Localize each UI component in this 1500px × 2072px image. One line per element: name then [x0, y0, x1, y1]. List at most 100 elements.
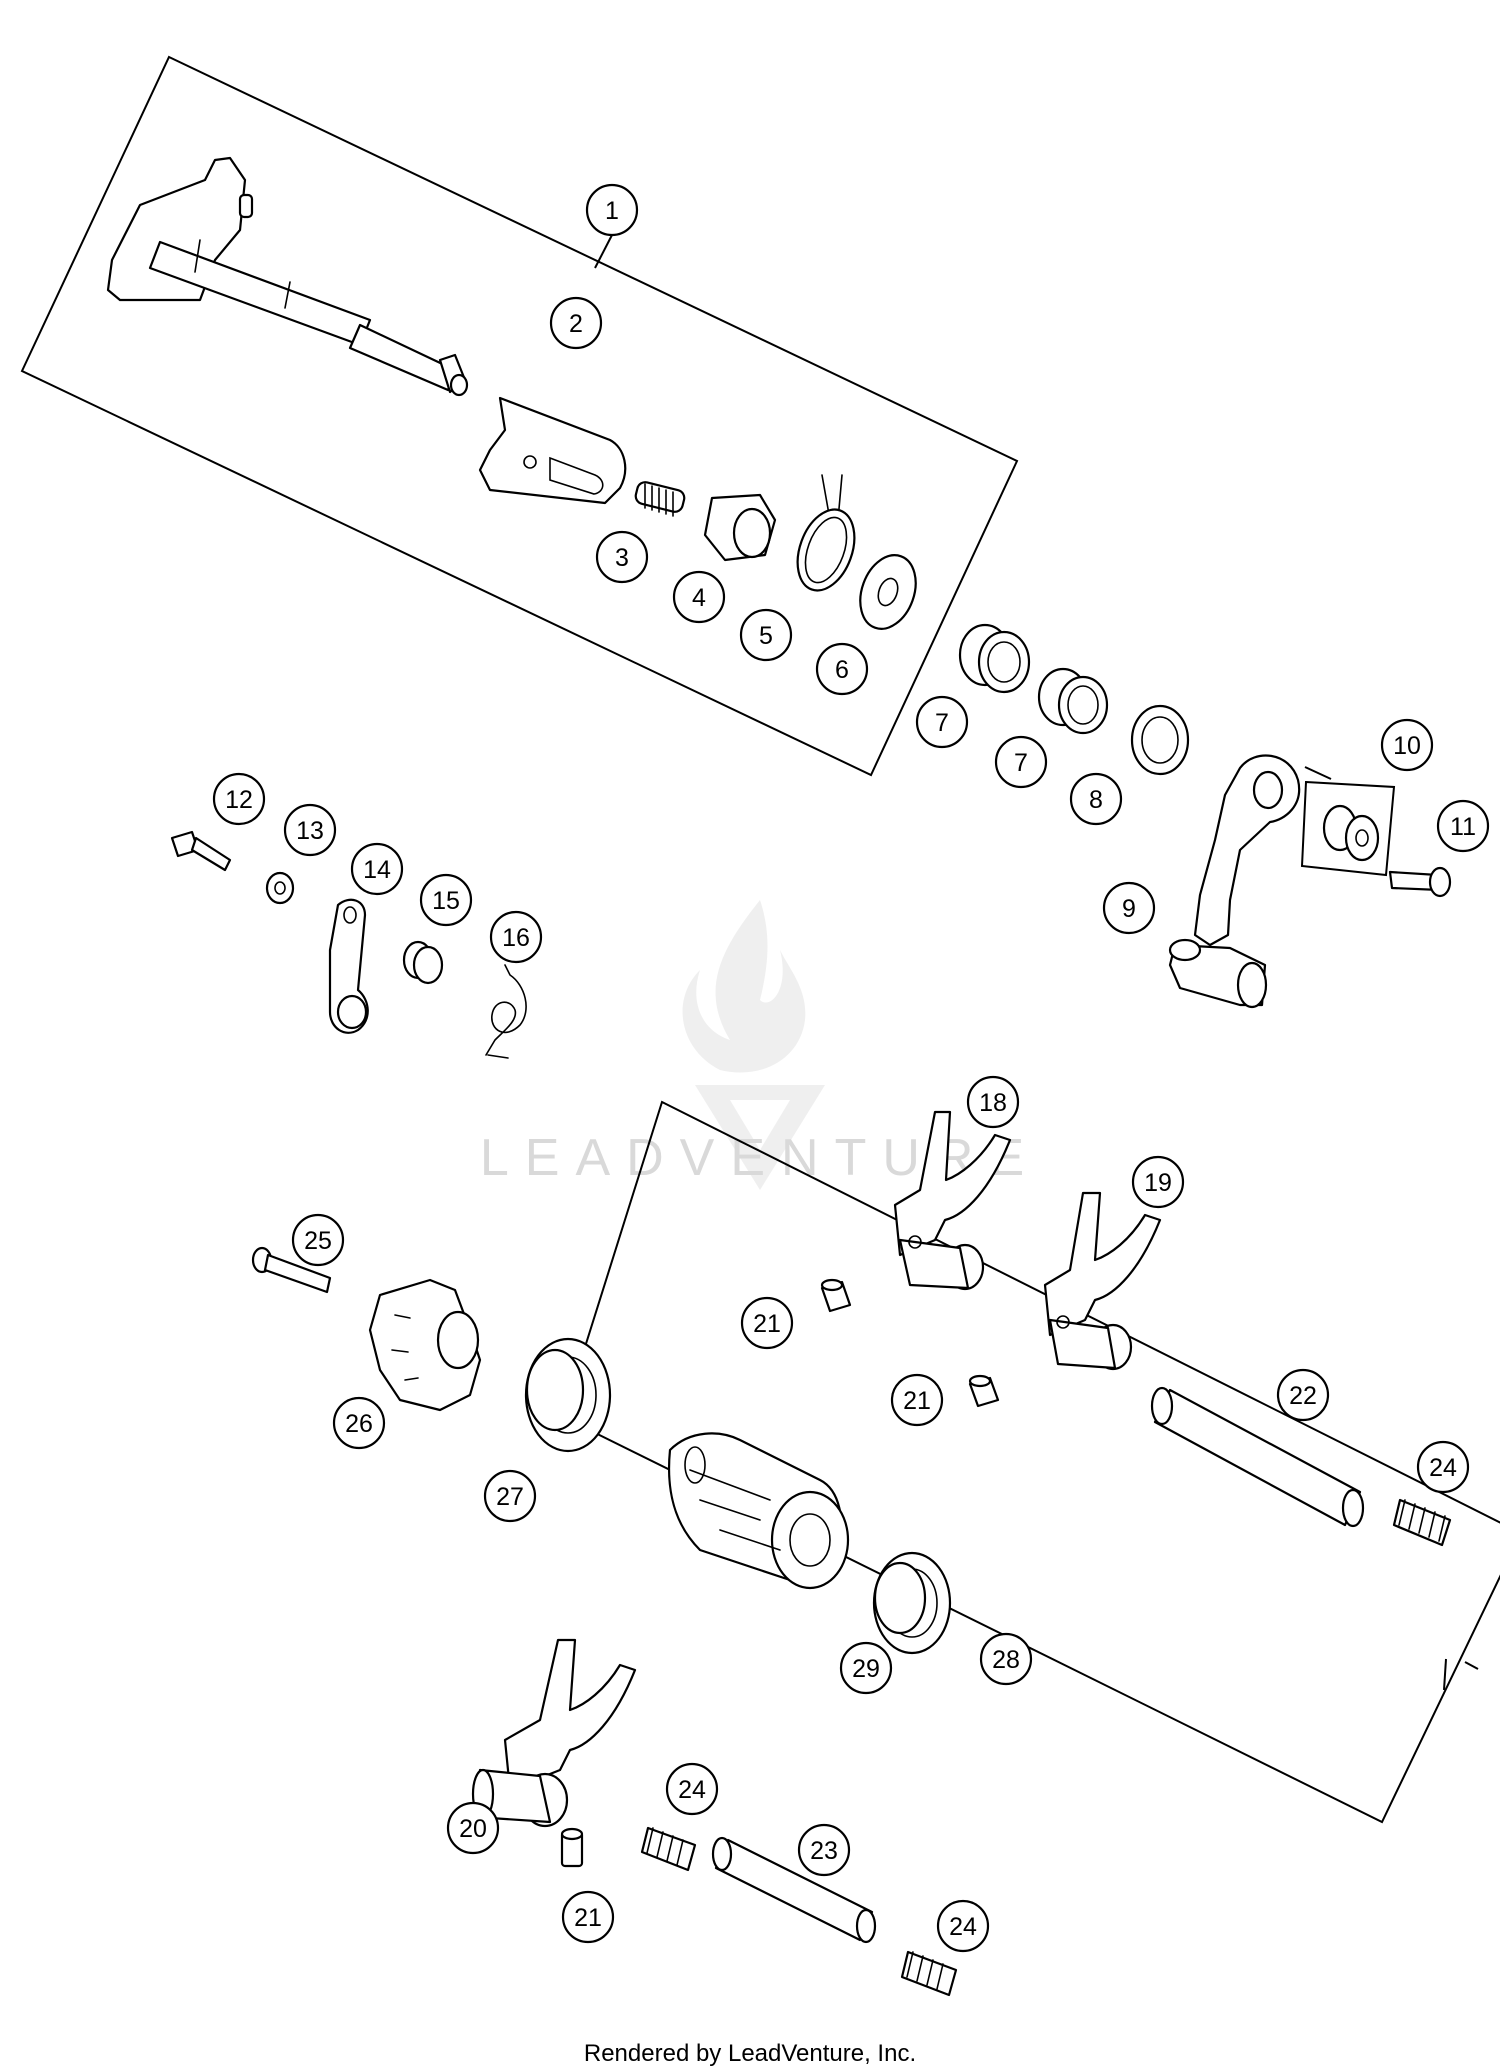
pin-21c	[560, 1827, 584, 1868]
callout-circle	[1276, 1368, 1330, 1422]
callout-circle	[291, 1213, 345, 1267]
callout-number: 6	[835, 656, 849, 684]
callout-circle	[585, 183, 639, 237]
callout-number: 21	[574, 1904, 602, 1932]
callout-5: 5	[739, 608, 793, 662]
bearing-29	[872, 1551, 952, 1655]
callout-13: 13	[283, 803, 337, 857]
callout-circle	[672, 570, 726, 624]
return-spring	[796, 474, 856, 592]
callout-1: 1	[585, 183, 639, 237]
callout-28: 28	[979, 1632, 1033, 1686]
callout-circle	[739, 608, 793, 662]
washer-6	[859, 554, 917, 630]
callout-number: 10	[1393, 732, 1421, 760]
callout-number: 14	[363, 856, 391, 884]
callout-circle	[979, 1632, 1033, 1686]
callout-number: 5	[759, 622, 773, 650]
callout-8: 8	[1069, 772, 1123, 826]
pedal-bolt	[1388, 866, 1452, 898]
shaft-seal-8	[1130, 704, 1190, 776]
bearing-27	[524, 1337, 612, 1453]
callout-27: 27	[483, 1469, 537, 1523]
callout-number: 12	[225, 786, 253, 814]
shift-shaft-group-box	[20, 55, 1019, 777]
callout-number: 22	[1289, 1382, 1317, 1410]
callout-21: 21	[890, 1373, 944, 1427]
callout-circle	[446, 1801, 500, 1855]
callout-circle	[936, 1899, 990, 1953]
callout-circle	[1380, 718, 1434, 772]
callout-circle	[1131, 1155, 1185, 1209]
callout-number: 24	[678, 1776, 706, 1804]
callout-3: 3	[595, 530, 649, 584]
callout-number: 24	[1429, 1454, 1457, 1482]
callout-circle	[419, 873, 473, 927]
callout-circle	[483, 1469, 537, 1523]
callout-number: 28	[992, 1646, 1020, 1674]
fork-shaft-23	[711, 1836, 877, 1944]
callout-22: 22	[1276, 1368, 1330, 1422]
callout-circle	[212, 772, 266, 826]
torsion-spring	[485, 964, 527, 1059]
pin-21b	[968, 1374, 1000, 1408]
shift-drum-star	[368, 1278, 482, 1412]
callout-number: 21	[753, 1310, 781, 1338]
callout-14: 14	[350, 842, 404, 896]
callout-circle	[1416, 1440, 1470, 1494]
callout-number: 18	[979, 1089, 1007, 1117]
callout-10: 10	[1380, 718, 1434, 772]
callout-19: 19	[1131, 1155, 1185, 1209]
callout-circle	[283, 803, 337, 857]
callout-number: 20	[459, 1815, 487, 1843]
callout-circle	[1436, 799, 1490, 853]
callout-11: 11	[1436, 799, 1490, 853]
callout-circle	[561, 1890, 615, 1944]
spring-24a	[1392, 1498, 1452, 1547]
pin-21a	[820, 1278, 852, 1313]
shift-lever-plate	[478, 396, 627, 505]
callout-number: 2	[569, 310, 583, 338]
callout-number: 21	[903, 1387, 931, 1415]
shift-fork-18	[893, 1110, 1012, 1291]
callout-circle	[915, 695, 969, 749]
bolt-12	[170, 830, 232, 872]
shift-drum	[668, 1432, 850, 1590]
ratchet-washers	[1322, 804, 1380, 862]
shift-pedal	[1168, 754, 1301, 1009]
callout-number: 15	[432, 887, 460, 915]
callout-2: 2	[549, 296, 603, 350]
callout-25: 25	[291, 1213, 345, 1267]
callout-number: 7	[935, 709, 949, 737]
callout-18: 18	[966, 1075, 1020, 1129]
callout-number: 13	[296, 817, 324, 845]
ratchet-group-box	[1300, 780, 1396, 877]
bushing-15	[402, 940, 444, 985]
compression-spring	[634, 481, 686, 517]
shift-drum-group-box	[561, 1100, 1500, 1824]
callout-circle	[350, 842, 404, 896]
callout-number: 19	[1144, 1169, 1172, 1197]
spring-24c	[900, 1950, 958, 1997]
callout-number: 25	[304, 1227, 332, 1255]
callout-number: 16	[502, 924, 530, 952]
bushing-7b	[1037, 667, 1109, 735]
callout-number: 8	[1089, 786, 1103, 814]
callout-12: 12	[212, 772, 266, 826]
callout-number: 23	[810, 1837, 838, 1865]
bolt-25	[251, 1246, 332, 1294]
callout-15: 15	[419, 873, 473, 927]
callout-21: 21	[561, 1890, 615, 1944]
callout-circle	[332, 1396, 386, 1450]
footer-credit: Rendered by LeadVenture, Inc.	[583, 2040, 917, 2067]
callout-number: 29	[852, 1655, 880, 1683]
shift-fork-20	[471, 1638, 637, 1828]
callout-number: 3	[615, 544, 629, 572]
callout-circle	[740, 1296, 794, 1350]
spring-24b	[640, 1826, 697, 1872]
callout-circle	[1102, 881, 1156, 935]
callout-number: 27	[496, 1483, 524, 1511]
callout-circle	[890, 1373, 944, 1427]
callout-number: 26	[345, 1410, 373, 1438]
